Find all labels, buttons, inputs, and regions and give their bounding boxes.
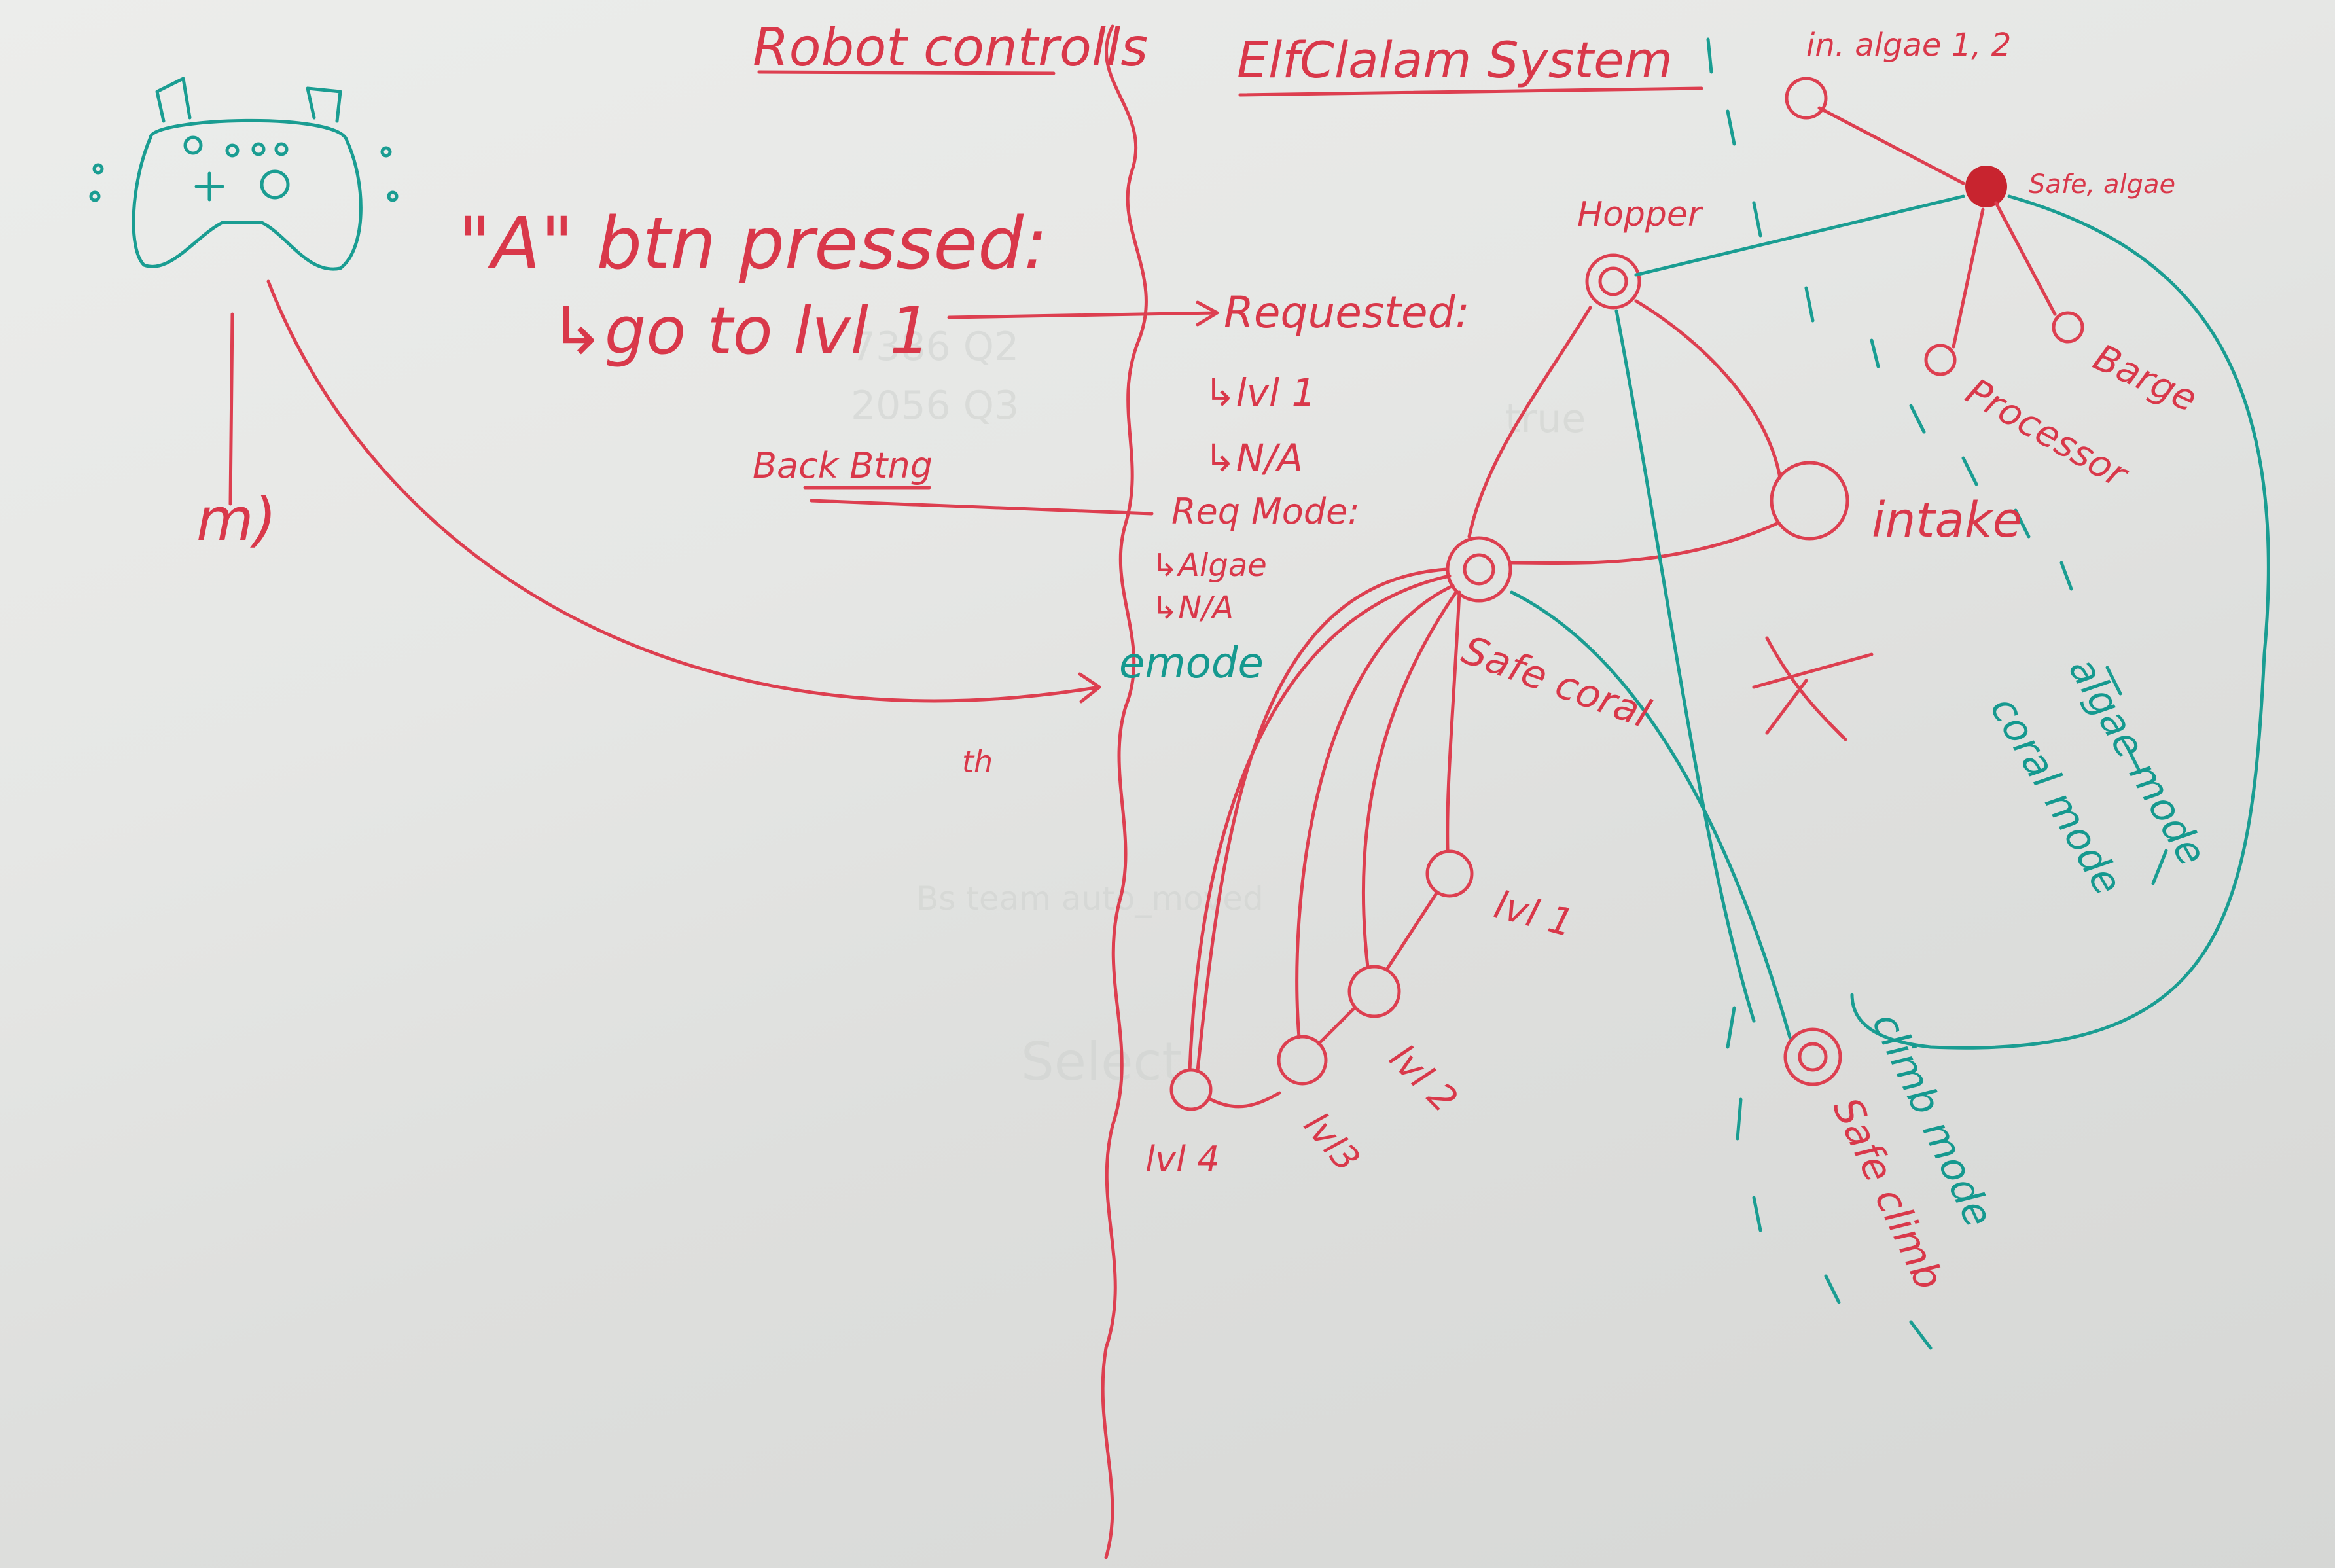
requested-item-0: ↳lvl 1: [1204, 370, 1316, 415]
state-graph: [1169, 37, 2270, 1350]
requested-item-1: ↳N/A: [1204, 436, 1303, 480]
state-processor: Processor: [1959, 370, 2136, 497]
state-barge: Barge: [2087, 336, 2203, 421]
state-lvl2: lvl 2: [1381, 1037, 1465, 1121]
arrow-back-btn: [810, 499, 1154, 516]
state-safe-algae: Safe, algae: [2029, 169, 2175, 200]
requested-title: Requested:: [1224, 287, 1470, 338]
a-button-note-line1: "A" btn pressed:: [458, 202, 1048, 285]
state-safe-coral: Safe coral: [1456, 627, 1656, 737]
a-button-note-line2: ↳go to lvl 1: [550, 293, 931, 369]
left-title-underline: [757, 70, 1056, 75]
svg-text:2056 Q3: 2056 Q3: [851, 383, 1019, 429]
req-mode-title: Req Mode:: [1171, 491, 1360, 532]
req-mode-item-1: ↳N/A: [1152, 590, 1234, 626]
svg-text:true: true: [1505, 396, 1586, 442]
left-title: Robot controlls: [753, 17, 1148, 78]
back-btn-label: Back Btng: [753, 445, 933, 486]
arrow-to-requested: [947, 300, 1219, 327]
controller-icon: [89, 77, 399, 271]
emode-label: emode: [1119, 639, 1264, 688]
state-lvl1: lvl 1: [1489, 882, 1578, 946]
state-intake: intake: [1872, 492, 2022, 548]
title-underline: [1238, 86, 1703, 97]
req-mode-item-0: ↳Algae: [1152, 547, 1267, 584]
controller-label: m): [196, 486, 277, 554]
controller-cord: [228, 312, 234, 506]
svg-text:Select: Select: [1021, 1031, 1183, 1092]
arrow-to-emode: [266, 279, 1101, 704]
th-label: th: [962, 744, 993, 779]
state-in-algae: in. algae 1, 2: [1806, 27, 2011, 63]
svg-text:7386 Q2: 7386 Q2: [851, 324, 1019, 370]
state-lvl3: lvl3: [1296, 1105, 1368, 1179]
divider-line: [1101, 24, 1148, 1559]
right-title: ElfClalam System: [1237, 31, 1673, 89]
state-hopper: Hopper: [1577, 195, 1704, 234]
state-lvl4: lvl 4: [1145, 1139, 1219, 1180]
